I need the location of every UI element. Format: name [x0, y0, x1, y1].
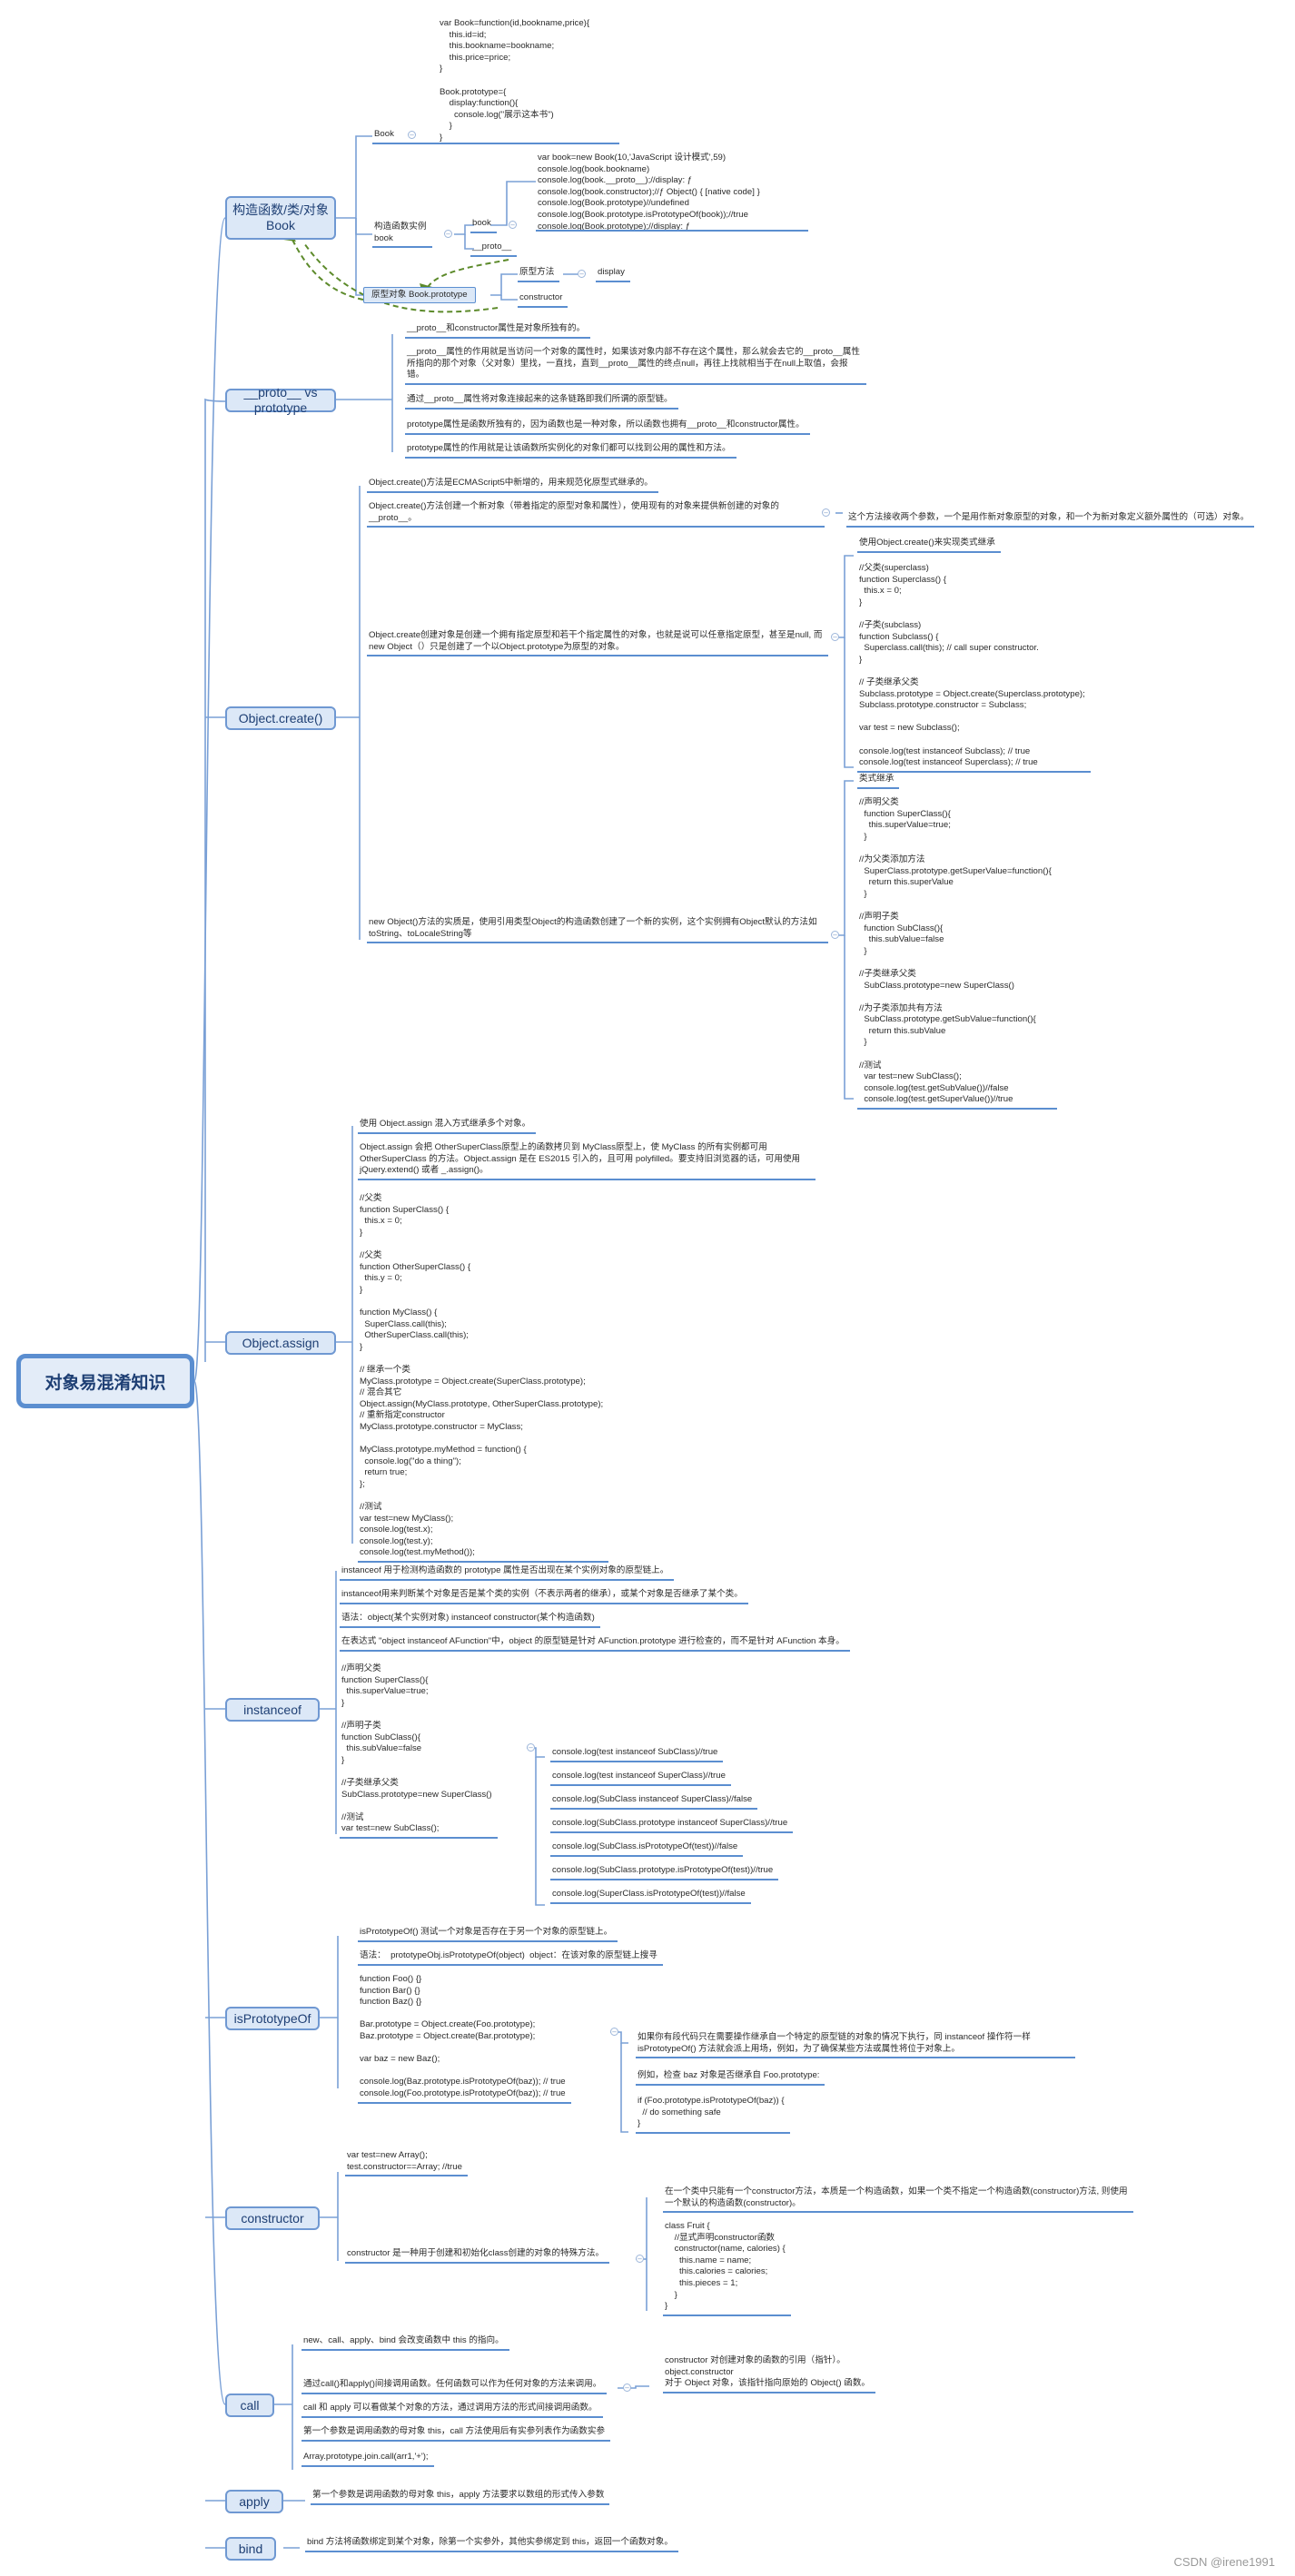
topic-constructor[interactable]: constructor [225, 2206, 320, 2230]
create-desc[interactable]: Object.create()方法创建一个新对象（带着指定的原型对象和属性），使… [367, 501, 825, 528]
collapse-toggle[interactable]: – [578, 270, 586, 278]
proto-item-4[interactable]: prototype属性是函数所独有的，因为函数也是一种对象，所以函数也拥有__p… [405, 419, 810, 435]
proto-item-1[interactable]: __proto__和constructor属性是对象所独有的。 [405, 323, 591, 339]
topic-book[interactable]: 构造函数/类/对象Book [225, 196, 336, 240]
instanceof-result-3[interactable]: console.log(SubClass instanceof SuperCla… [550, 1794, 758, 1810]
collapse-toggle[interactable]: – [831, 633, 839, 641]
constructor-code: var test=new Array(); test.constructor==… [345, 2150, 468, 2177]
instanceof-result-2[interactable]: console.log(test instanceof SuperClass)/… [550, 1771, 731, 1786]
collapse-toggle[interactable]: – [610, 2028, 618, 2036]
collapse-toggle[interactable]: – [831, 931, 839, 939]
book-code: var Book=function(id,bookname,price){ th… [440, 18, 590, 143]
root-topic[interactable]: 对象易混淆知识 [16, 1354, 194, 1408]
proto-item-3[interactable]: 通过__proto__属性将对象连接起来的这条链路即我们所谓的原型链。 [405, 394, 678, 410]
call-line-2-note[interactable]: constructor 对创建对象的函数的引用（指针）。 object.cons… [663, 2355, 876, 2393]
create-compare[interactable]: Object.create创建对象是创建一个拥有指定原型和若干个指定属性的对象，… [367, 630, 828, 657]
collapse-toggle[interactable]: – [636, 2255, 644, 2263]
instanceof-result-7[interactable]: console.log(SuperClass.isPrototypeOf(tes… [550, 1889, 751, 1904]
assign-line-2[interactable]: Object.assign 会把 OtherSuperClass原型上的函数拷贝… [358, 1142, 816, 1180]
create-sample-code: //父类(superclass) function Superclass() {… [857, 563, 1091, 773]
book-label[interactable]: Book [372, 129, 619, 144]
assign-line-1[interactable]: 使用 Object.assign 混入方式继承多个对象。 [358, 1119, 537, 1134]
instance-code: var book=new Book(10,'JavaScript 设计模式',5… [538, 153, 760, 232]
collapse-toggle[interactable]: – [408, 131, 416, 139]
proto-method-label[interactable]: 原型方法 [518, 267, 560, 282]
isproto-line-2[interactable]: 语法： prototypeObj.isPrototypeOf(object) o… [358, 1950, 663, 1966]
instance-label[interactable]: 构造函数实例 book [372, 222, 432, 249]
display-label[interactable]: display [596, 267, 630, 282]
topic-bind[interactable]: bind [225, 2537, 276, 2561]
instanceof-line-4[interactable]: 在表达式 "object instanceof AFunction"中，obje… [340, 1636, 850, 1652]
watermark: CSDN @irene1991 [1173, 2555, 1275, 2569]
constructor-note-2: class Fruit { //显式声明constructor函数 constr… [663, 2221, 791, 2316]
topic-object-create[interactable]: Object.create() [225, 706, 336, 730]
collapse-toggle[interactable]: – [822, 508, 830, 517]
isproto-note-3: if (Foo.prototype.isPrototypeOf(baz)) { … [636, 2096, 790, 2134]
bind-line-1[interactable]: bind 方法将函数绑定到某个对象，除第一个实参外，其他实参绑定到 this，返… [305, 2537, 678, 2552]
instanceof-code: //声明父类 function SuperClass(){ this.super… [340, 1663, 498, 1839]
proto-item-2[interactable]: __proto__属性的作用就是当访问一个对象的属性时，如果该对象内部不存在这个… [405, 347, 866, 385]
create-newobject[interactable]: new Object()方法的实质是，使用引用类型Object的构造函数创建了一… [367, 917, 828, 944]
instanceof-line-3[interactable]: 语法：object(某个实例对象) instanceof constructor… [340, 1613, 600, 1628]
assign-code: //父类 function SuperClass() { this.x = 0;… [358, 1193, 609, 1563]
collapse-toggle[interactable]: – [623, 2384, 631, 2392]
instanceof-result-5[interactable]: console.log(SubClass.isPrototypeOf(test)… [550, 1841, 744, 1857]
topic-apply[interactable]: apply [225, 2490, 283, 2513]
topic-object-assign[interactable]: Object.assign [225, 1331, 336, 1355]
collapse-toggle[interactable]: – [509, 221, 517, 229]
create-intro[interactable]: Object.create()方法是ECMAScript5中新增的，用来规范化原… [367, 478, 658, 493]
topic-proto-vs-prototype[interactable]: __proto__ vs prototype [225, 385, 336, 415]
instance-code-underline [536, 230, 808, 232]
prototype-object-node[interactable]: 原型对象 Book.prototype [363, 287, 476, 303]
isproto-line-1[interactable]: isPrototypeOf() 测试一个对象是否存在于另一个对象的原型链上。 [358, 1927, 618, 1942]
instanceof-result-6[interactable]: console.log(SubClass.prototype.isPrototy… [550, 1865, 779, 1880]
instanceof-line-1[interactable]: instanceof 用于检测构造函数的 prototype 属性是否出现在某个… [340, 1565, 675, 1581]
call-line-4[interactable]: 第一个参数是调用函数的母对象 this，call 方法使用后有实参列表作为函数实… [302, 2426, 611, 2442]
call-line-3[interactable]: call 和 apply 可以看做某个对象的方法，通过调用方法的形式间接调用函数… [302, 2403, 603, 2418]
isproto-note-2[interactable]: 例如，检查 baz 对象是否继承自 Foo.prototype: [636, 2070, 825, 2086]
proto-label[interactable]: __proto__ [470, 242, 518, 257]
create-params[interactable]: 这个方法接收两个参数，一个是用作新对象原型的对象，和一个为新对象定义额外属性的（… [846, 512, 1255, 528]
create-sample-title[interactable]: 使用Object.create()来实现类式继承 [857, 538, 1001, 553]
create-inherit-code: //声明父类 function SuperClass(){ this.super… [857, 797, 1057, 1110]
constructor-note-1[interactable]: 在一个类中只能有一个constructor方法，本质是一个构造函数，如果一个类不… [663, 2186, 1133, 2214]
create-inherit-title[interactable]: 类式继承 [857, 774, 900, 789]
instanceof-result-1[interactable]: console.log(test instanceof SubClass)//t… [550, 1747, 724, 1762]
apply-line-1[interactable]: 第一个参数是调用函数的母对象 this，apply 方法要求以数组的形式传入参数 [311, 2490, 610, 2505]
call-line-2[interactable]: 通过call()和apply()间接调用函数。任何函数可以作为任何对象的方法来调… [302, 2379, 608, 2394]
collapse-toggle[interactable]: – [527, 1743, 535, 1752]
topic-call[interactable]: call [225, 2393, 274, 2417]
constructor-desc[interactable]: constructor 是一种用于创建和初始化class创建的对象的特殊方法。 [345, 2248, 610, 2264]
call-line-1[interactable]: new、call、apply、bind 会改变函数中 this 的指向。 [302, 2335, 509, 2351]
isproto-note-1[interactable]: 如果你有段代码只在需要操作继承自一个特定的原型链的对象的情况下执行，同 inst… [636, 2032, 1075, 2059]
book-small-label[interactable]: book [470, 218, 497, 233]
instanceof-result-4[interactable]: console.log(SubClass.prototype instanceo… [550, 1818, 794, 1833]
instanceof-line-2[interactable]: instanceof用来判断某个对象是否是某个类的实例（不表示两者的继承），或某… [340, 1589, 748, 1604]
collapse-toggle[interactable]: – [444, 230, 452, 238]
topic-instanceof[interactable]: instanceof [225, 1698, 320, 1722]
proto-item-5[interactable]: prototype属性的作用就是让该函数所实例化的对象们都可以找到公用的属性和方… [405, 443, 736, 459]
topic-isprototypeof[interactable]: isPrototypeOf [225, 2007, 320, 2030]
call-line-5[interactable]: Array.prototype.join.call(arr1,'+'); [302, 2452, 434, 2467]
constructor-label[interactable]: constructor [518, 292, 568, 308]
isproto-code: function Foo() {} function Bar() {} func… [358, 1974, 571, 2104]
